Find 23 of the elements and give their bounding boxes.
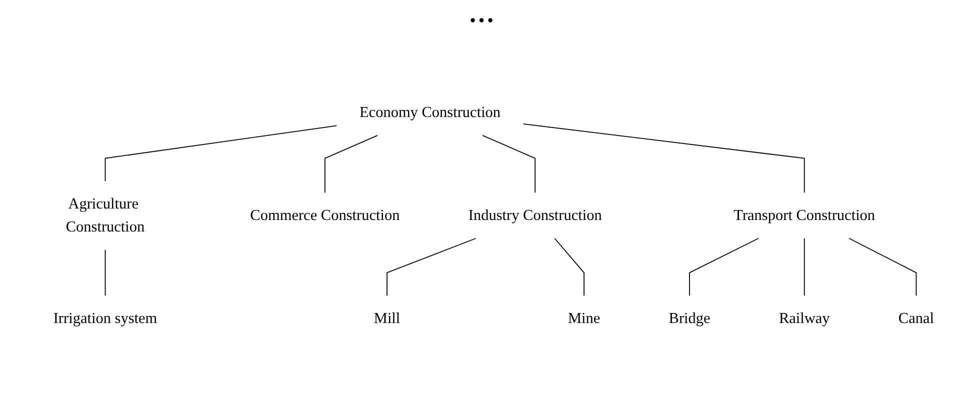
connector	[848, 238, 917, 296]
connector	[104, 125, 338, 182]
connector	[324, 134, 378, 194]
node-text: Railway	[778, 310, 830, 327]
node-text: Agriculture Construction	[66, 196, 145, 236]
node-text: Mill	[374, 310, 400, 327]
connector	[386, 238, 476, 296]
node-text: Industry Construction	[468, 207, 602, 224]
node-text: Economy Construction	[359, 104, 501, 121]
connector	[523, 124, 805, 194]
connector	[104, 249, 106, 296]
connector	[689, 238, 759, 296]
tree-diagram: Economy Construction Agriculture Construction Commerce Construction Industry Construction Transport Construction Irrigation system Mill Mine Bridge Railway Canal	[0, 30, 963, 401]
node-text: Bridge	[668, 310, 710, 327]
connector	[554, 238, 584, 296]
ellipsis-text: …	[468, 0, 494, 28]
node-text: Canal	[898, 310, 934, 327]
node-text: Mine	[568, 310, 600, 327]
connector	[804, 238, 805, 296]
connector	[482, 134, 536, 194]
node-text: Irrigation system	[53, 310, 158, 327]
node-text: Transport Construction	[734, 207, 876, 224]
node-text: Commerce Construction	[250, 207, 400, 224]
